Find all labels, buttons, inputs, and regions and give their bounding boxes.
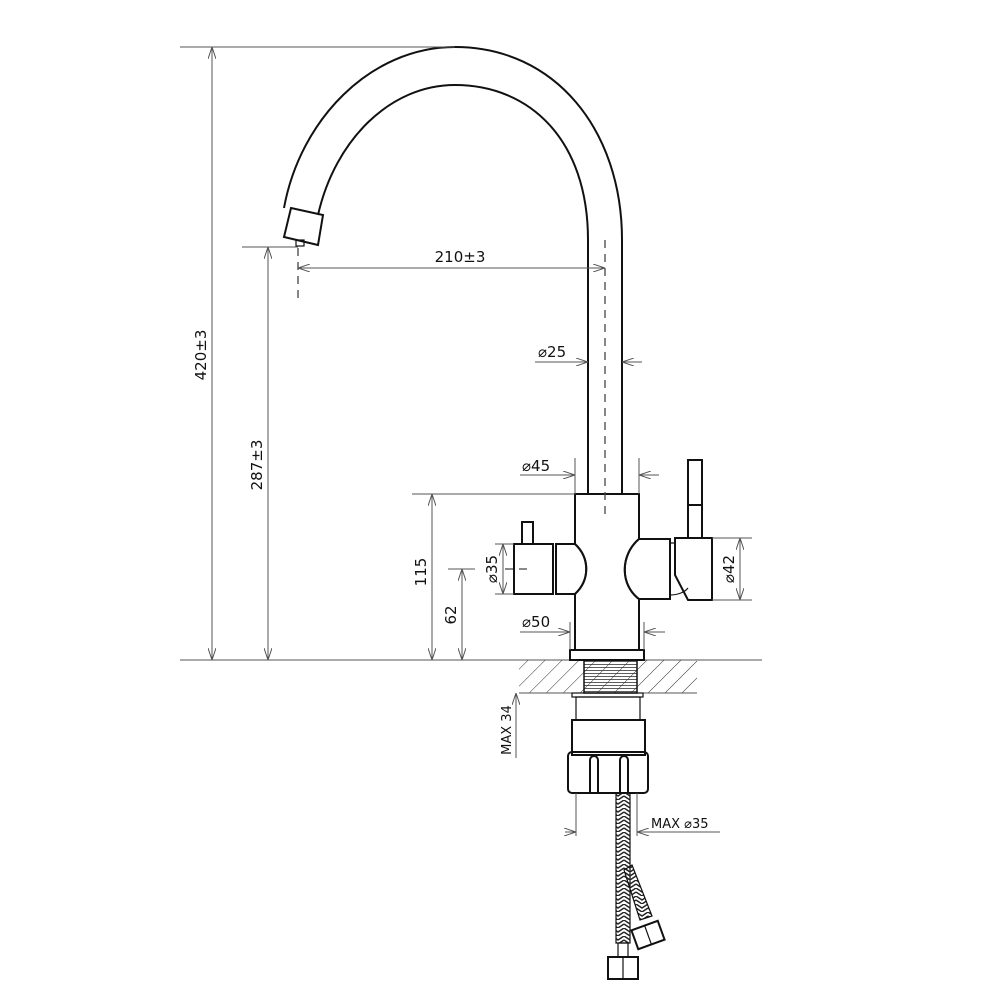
dim-right-handle-diameter: ⌀42 bbox=[720, 555, 738, 583]
dim-max-countertop: MAX 34 bbox=[500, 705, 515, 755]
left-handle bbox=[513, 521, 588, 595]
faucet-body bbox=[569, 493, 645, 661]
spout bbox=[282, 45, 623, 494]
dim-handle-axis-height: 62 bbox=[442, 605, 460, 624]
right-handle bbox=[623, 459, 713, 601]
dim-total-height: 420±3 bbox=[192, 330, 210, 381]
dim-max-hole-diameter: MAX ⌀35 bbox=[651, 817, 709, 832]
dim-base-diameter: ⌀50 bbox=[522, 613, 550, 631]
mounting-assembly bbox=[567, 659, 649, 794]
dim-spout-diameter: ⌀25 bbox=[538, 343, 566, 361]
center-lines bbox=[297, 240, 606, 570]
dim-spout-reach: 210±3 bbox=[435, 248, 486, 266]
dim-body-top-diameter: ⌀45 bbox=[522, 457, 550, 475]
dimension-lines bbox=[180, 46, 752, 836]
dim-spout-height: 287±3 bbox=[248, 440, 266, 491]
dim-body-height: 115 bbox=[412, 558, 430, 587]
dim-left-handle-diameter: ⌀35 bbox=[483, 555, 501, 583]
countertop bbox=[180, 659, 762, 694]
supply-hoses bbox=[607, 792, 666, 980]
